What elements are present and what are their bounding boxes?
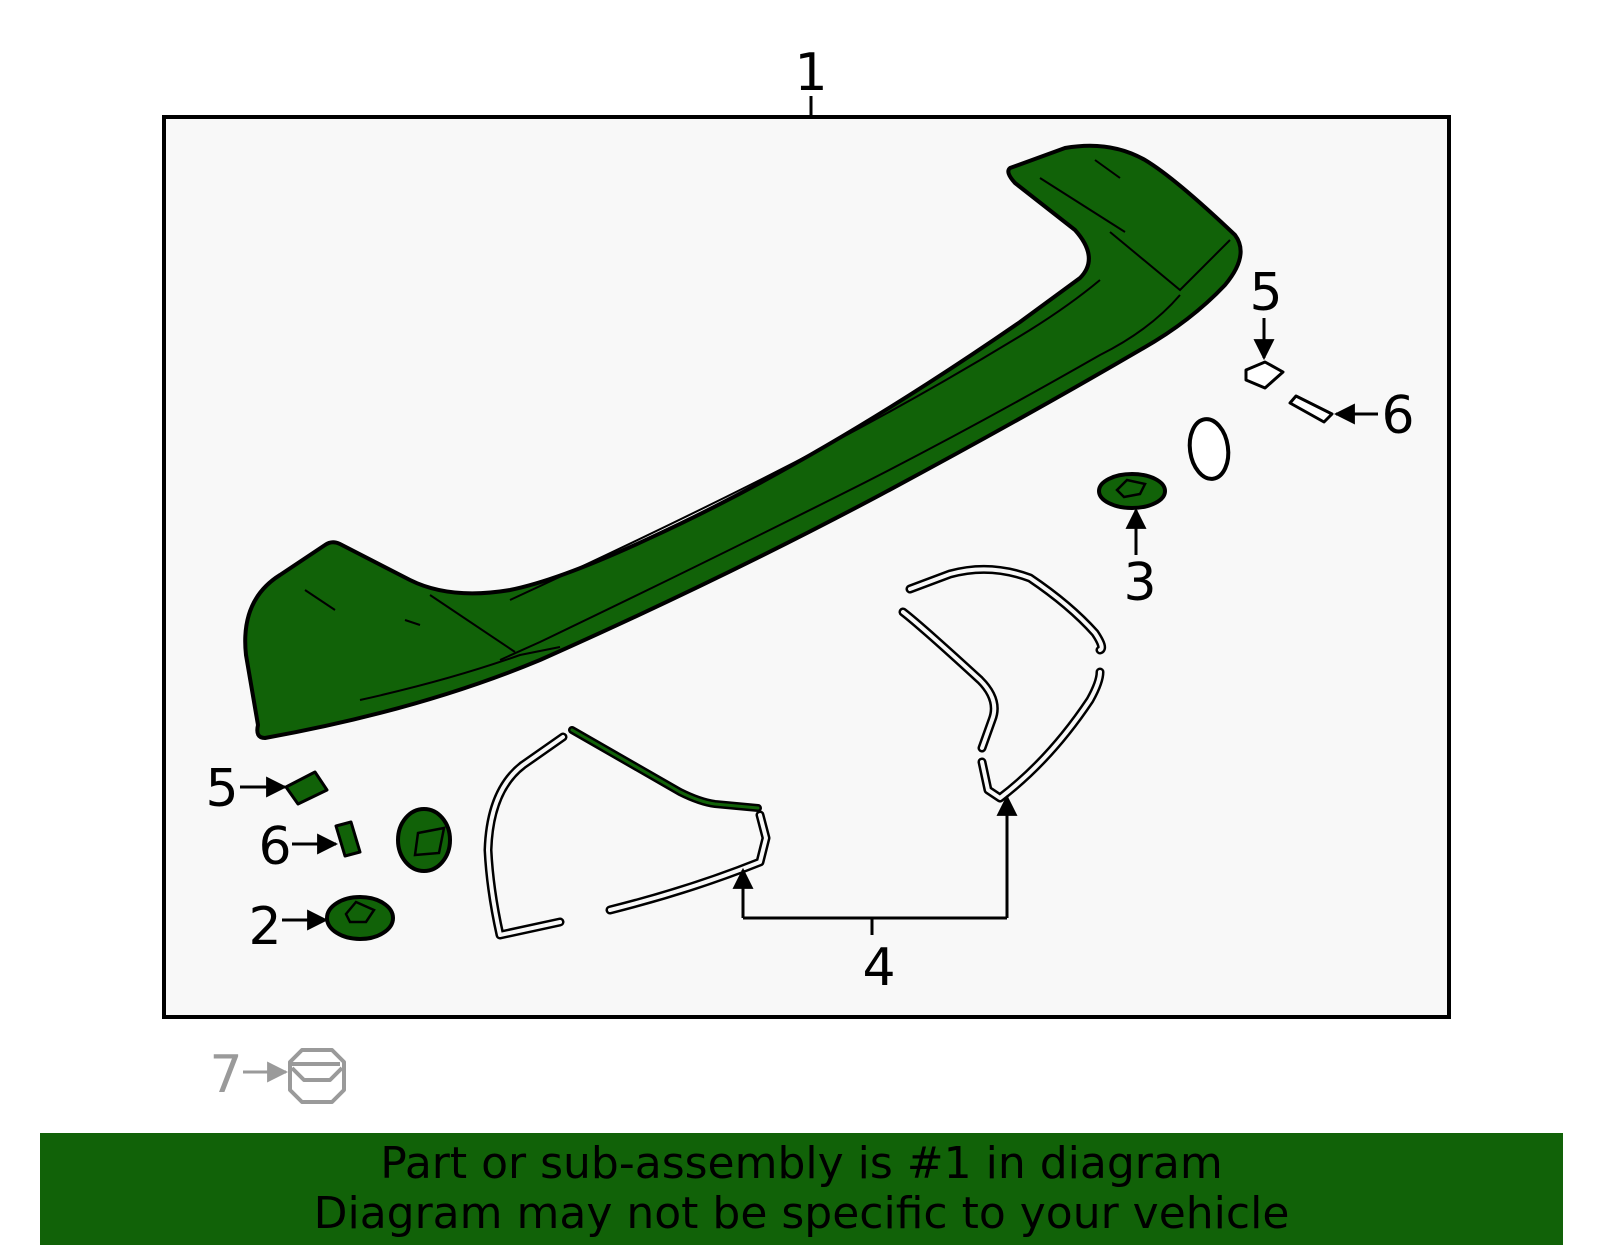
disclaimer-line-2: Diagram may not be specific to your vehi… — [313, 1188, 1290, 1239]
callout-7: 7 — [209, 1045, 242, 1105]
nut-part-7[interactable] — [288, 1048, 346, 1104]
pad-part-5-right[interactable] — [1244, 360, 1285, 390]
grommet-ring[interactable] — [1186, 417, 1232, 482]
callout-5-left: 5 — [205, 759, 238, 819]
seal-part-4-left[interactable] — [483, 726, 771, 940]
callout-6-right: 6 — [1381, 386, 1414, 446]
pad-part-5-left[interactable] — [284, 770, 329, 806]
seal-part-4-right[interactable] — [898, 564, 1107, 803]
callout-6-left: 6 — [258, 817, 291, 877]
clip-part-3[interactable] — [1097, 472, 1167, 510]
clip-part-2[interactable] — [325, 895, 395, 941]
leader-line-4 — [732, 794, 1018, 935]
callout-1: 1 — [794, 43, 827, 103]
spoiler-part-1[interactable] — [243, 143, 1243, 740]
pad-part-6-left[interactable] — [334, 820, 362, 858]
disclaimer-banner: Part or sub-assembly is #1 in diagram Di… — [40, 1133, 1563, 1245]
grommet-part-left[interactable] — [396, 807, 452, 873]
disclaimer-line-1: Part or sub-assembly is #1 in diagram — [380, 1138, 1223, 1189]
pad-part-6-right[interactable] — [1288, 394, 1334, 424]
callout-3: 3 — [1123, 553, 1156, 613]
callout-5-right: 5 — [1249, 263, 1282, 323]
callout-2: 2 — [248, 897, 281, 957]
callout-4: 4 — [862, 938, 895, 998]
